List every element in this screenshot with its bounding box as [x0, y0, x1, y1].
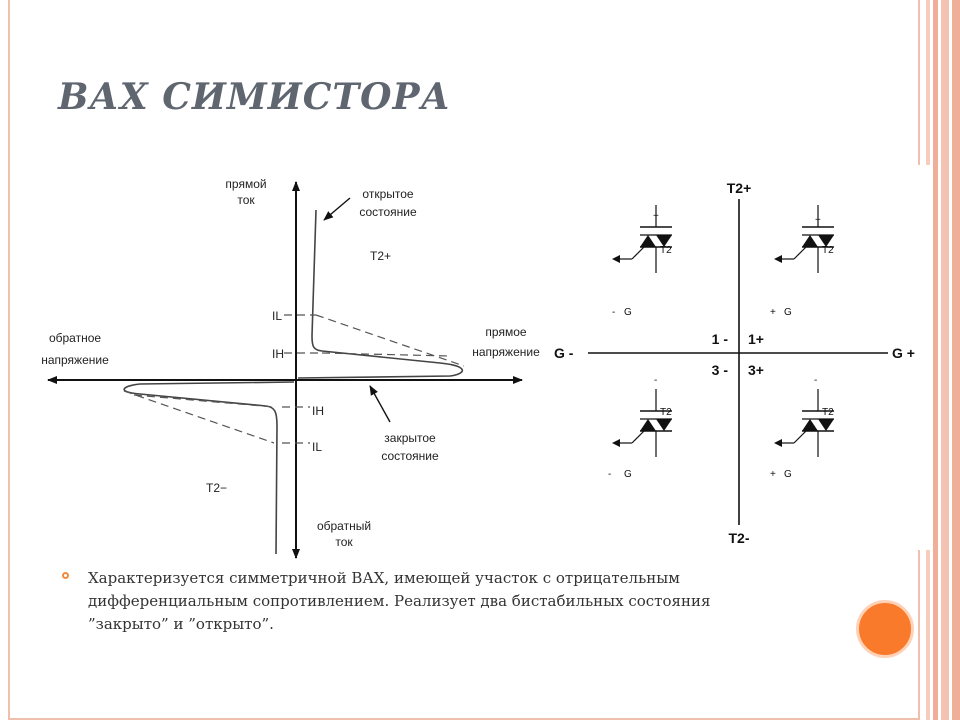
svg-text:G: G: [784, 469, 792, 480]
vax-closed-state-2: состояние: [381, 449, 439, 463]
bullet-text: Характеризуется симметричной ВАХ, имеюще…: [88, 569, 711, 633]
vax-label-down-1: обратный: [317, 519, 371, 533]
vax-open-state-2: состояние: [359, 205, 417, 219]
vax-label-left-2: напряжение: [41, 353, 109, 367]
bullet-item: Характеризуется симметричной ВАХ, имеюще…: [62, 567, 842, 636]
triac-symbol-q1-plus: + T2 + G: [770, 204, 835, 318]
svg-text:+: +: [770, 469, 776, 480]
triac-symbol-q1-minus: + T2 - G: [611, 204, 673, 318]
quadrant-diagram: T2+ T2- G - G + 1 - 1+ 3 - 3+ + T2 - G +…: [548, 165, 930, 550]
vax-label-left-1: обратное: [49, 331, 101, 345]
quad-t2-plus: T2+: [727, 180, 752, 196]
vax-label-up-2: ток: [237, 193, 255, 207]
triac-symbol-q3-plus: - T2 + G: [770, 375, 835, 480]
decor-stripe: [952, 0, 960, 720]
vax-t2-minus: T2−: [206, 481, 227, 495]
vax-label-down-2: ток: [335, 535, 353, 549]
triac-symbol-q3-minus: - T2 - G: [608, 375, 673, 480]
svg-text:+: +: [815, 215, 821, 226]
vax-t2-plus: T2+: [370, 249, 391, 263]
vax-open-state-1: открытое: [362, 187, 413, 201]
svg-text:-: -: [612, 307, 615, 318]
vax-open-state-arrow: [323, 197, 351, 221]
vax-curve-reverse: [123, 381, 295, 555]
svg-text:T2: T2: [822, 407, 834, 418]
vax-curve-forward: [297, 209, 464, 379]
svg-text:+: +: [770, 307, 776, 318]
quad-g-plus: G +: [892, 345, 915, 361]
svg-text:T2: T2: [660, 245, 672, 256]
vax-label-right-1: прямое: [485, 325, 526, 339]
vax-label-il-bottom: IL: [312, 440, 322, 454]
bullet-marker: [62, 572, 69, 579]
vax-closed-state-arrow: [369, 385, 391, 423]
svg-text:G: G: [784, 307, 792, 318]
svg-text:T2: T2: [822, 245, 834, 256]
quad-label-3-plus: 3+: [748, 362, 764, 378]
svg-text:G: G: [624, 469, 632, 480]
svg-text:+: +: [653, 211, 659, 222]
svg-text:G: G: [624, 307, 632, 318]
vax-dashed-lines: [123, 314, 465, 444]
vax-label-ih-bottom: IH: [312, 404, 324, 418]
quad-label-1-plus: 1+: [748, 331, 764, 347]
quad-g-minus: G -: [554, 345, 574, 361]
vax-closed-state-1: закрытое: [384, 431, 436, 445]
vax-label-ih-top: IH: [272, 347, 284, 361]
svg-text:-: -: [814, 375, 817, 386]
decor-stripe: [941, 0, 949, 720]
vax-label-up-1: прямой: [225, 177, 266, 191]
vax-chart: прямой ток обратный ток обратное напряже…: [41, 177, 540, 559]
vax-label-right-2: напряжение: [472, 345, 540, 359]
quad-label-1-minus: 1 -: [712, 331, 729, 347]
svg-text:T2: T2: [660, 407, 672, 418]
decor-stripe: [933, 0, 938, 720]
vax-label-il-top: IL: [272, 309, 282, 323]
svg-text:-: -: [608, 469, 611, 480]
svg-text:-: -: [654, 375, 657, 386]
slide-title: ВАХ СИМИСТОРА: [58, 76, 451, 118]
quad-t2-minus: T2-: [729, 530, 750, 546]
decor-circle: [856, 600, 914, 658]
quad-label-3-minus: 3 -: [712, 362, 729, 378]
